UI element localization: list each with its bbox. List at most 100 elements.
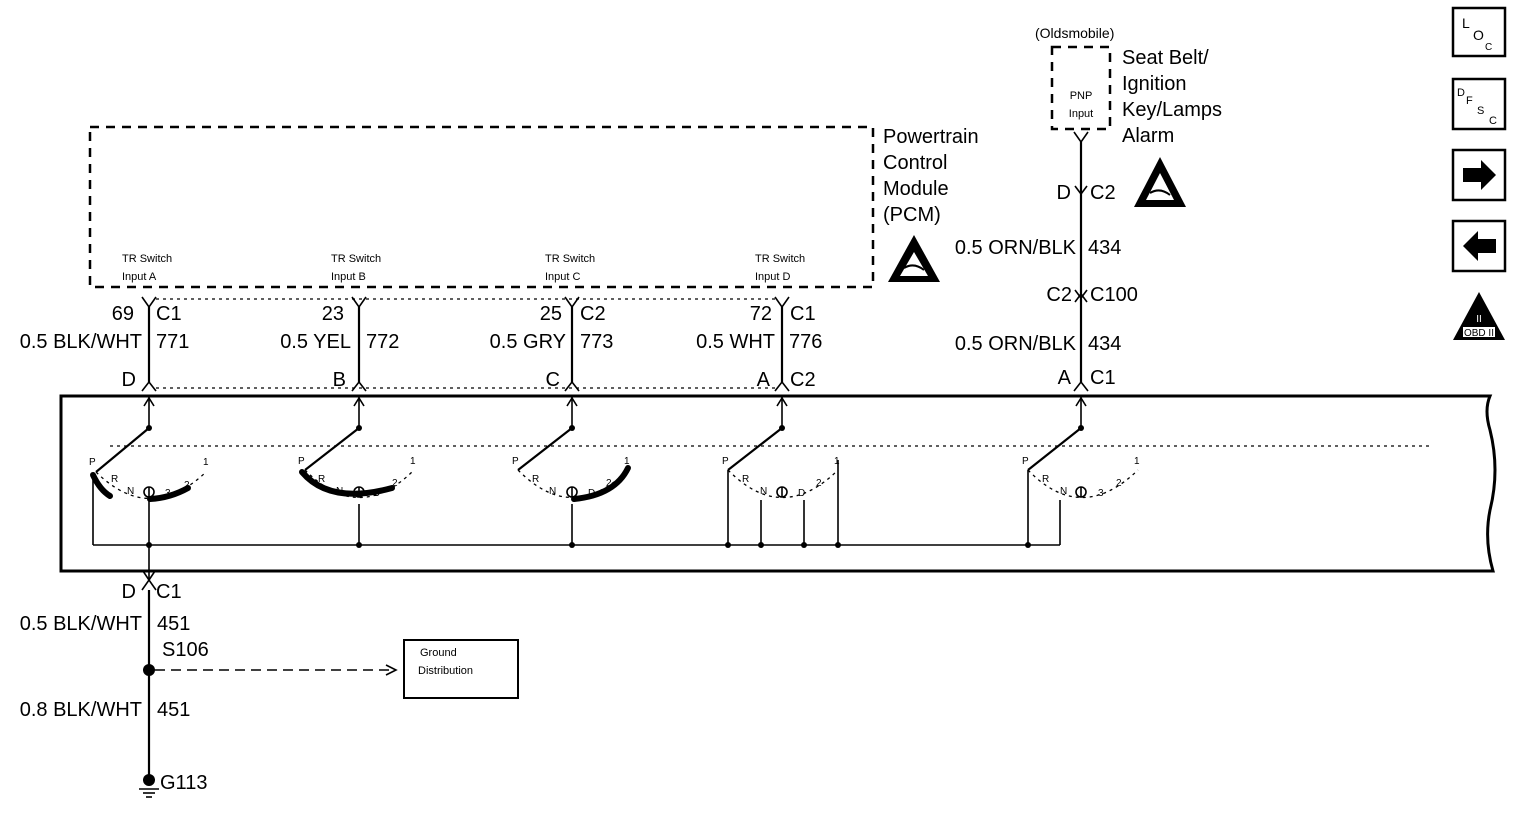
svg-text:D: D <box>373 488 380 499</box>
pcm-input-labels: TR Switch Input A TR Switch Input B TR S… <box>122 253 805 283</box>
svg-text:G113: G113 <box>160 772 207 794</box>
dfsc-button[interactable]: D F S C <box>1451 77 1507 131</box>
svg-text:P: P <box>512 456 519 467</box>
alarm-title: Seat Belt/ Ignition Key/Lamps Alarm <box>1122 47 1222 147</box>
esd-warning-icon <box>888 235 940 282</box>
svg-text:O: O <box>1473 27 1484 43</box>
svg-text:451: 451 <box>157 613 190 635</box>
svg-text:C2: C2 <box>580 303 606 325</box>
svg-text:C: C <box>546 369 560 391</box>
back-button[interactable] <box>1451 219 1507 273</box>
svg-text:1: 1 <box>410 456 416 467</box>
forward-button[interactable] <box>1451 148 1507 202</box>
pcm-wires <box>147 307 784 382</box>
svg-text:771: 771 <box>156 331 189 353</box>
svg-text:3: 3 <box>1098 488 1104 499</box>
svg-text:N: N <box>1060 486 1067 497</box>
svg-text:C2: C2 <box>1090 182 1116 204</box>
svg-text:2: 2 <box>184 480 190 491</box>
left-arrow-icon <box>1463 231 1496 261</box>
svg-text:C: C <box>1485 42 1492 53</box>
alarm-note: (Oldsmobile) <box>1035 25 1114 41</box>
pcm-box <box>88 125 875 289</box>
ground-symbol-icon <box>139 774 159 798</box>
alarm-labels: D C2 0.5 ORN/BLK 434 C2 C100 0.5 ORN/BLK… <box>955 182 1138 389</box>
esd-warning-icon <box>1134 157 1186 207</box>
svg-text:S: S <box>1477 105 1484 117</box>
svg-text:0.5 BLK/WHT: 0.5 BLK/WHT <box>20 331 142 353</box>
svg-text:R: R <box>111 474 118 485</box>
svg-text:D: D <box>1457 87 1465 99</box>
switch-active-segments <box>90 465 631 502</box>
svg-text:776: 776 <box>789 331 822 353</box>
svg-text:A: A <box>757 369 771 391</box>
svg-text:Control: Control <box>883 152 947 174</box>
alarm-box <box>1050 45 1112 131</box>
ground-distribution-box[interactable] <box>403 639 519 699</box>
svg-text:Input: Input <box>1069 108 1093 120</box>
switch-connectors <box>141 380 1089 392</box>
svg-text:N: N <box>127 486 134 497</box>
svg-text:Input A: Input A <box>122 271 157 283</box>
pcm-pin-labels: 69 C1 23 25 C2 72 C1 <box>112 303 816 325</box>
switch-entry-arrows <box>143 396 1087 428</box>
obd-ii-button[interactable]: II OBD II <box>1453 292 1505 340</box>
svg-text:772: 772 <box>366 331 399 353</box>
svg-text:1: 1 <box>624 456 630 467</box>
svg-text:1: 1 <box>834 456 840 467</box>
svg-text:N: N <box>549 486 556 497</box>
loc-button[interactable]: L O C <box>1451 6 1507 58</box>
svg-text:Distribution: Distribution <box>418 665 473 677</box>
svg-text:A: A <box>1058 367 1072 389</box>
svg-text:Module: Module <box>883 178 949 200</box>
svg-text:Ground: Ground <box>420 647 457 659</box>
svg-text:C100: C100 <box>1090 284 1138 306</box>
svg-text:Input C: Input C <box>545 271 581 283</box>
svg-text:Powertrain: Powertrain <box>883 126 979 148</box>
svg-text:D: D <box>122 581 136 603</box>
svg-text:0.8 BLK/WHT: 0.8 BLK/WHT <box>20 699 142 721</box>
svg-text:434: 434 <box>1088 333 1121 355</box>
svg-text:Seat Belt/: Seat Belt/ <box>1122 47 1209 69</box>
switch-wipers <box>95 425 1084 473</box>
svg-text:(PCM): (PCM) <box>883 204 941 226</box>
svg-text:TR Switch: TR Switch <box>331 253 381 265</box>
alarm-connector <box>1073 131 1089 144</box>
svg-text:2: 2 <box>816 478 822 489</box>
svg-text:TR Switch: TR Switch <box>545 253 595 265</box>
svg-text:69: 69 <box>112 303 134 325</box>
svg-text:773: 773 <box>580 331 613 353</box>
svg-text:C: C <box>1489 115 1497 127</box>
svg-text:Ignition: Ignition <box>1122 73 1187 95</box>
svg-text:23: 23 <box>322 303 344 325</box>
right-arrow-icon <box>1463 160 1496 190</box>
svg-text:2: 2 <box>392 478 398 489</box>
svg-text:II: II <box>1476 314 1482 325</box>
svg-text:B: B <box>333 369 346 391</box>
svg-text:1: 1 <box>1134 456 1140 467</box>
svg-text:C1: C1 <box>156 303 182 325</box>
svg-text:C1: C1 <box>1090 367 1116 389</box>
neutral-contacts <box>143 486 1087 498</box>
svg-text:25: 25 <box>540 303 562 325</box>
svg-text:D: D <box>122 369 136 391</box>
svg-text:TR Switch: TR Switch <box>122 253 172 265</box>
svg-text:2: 2 <box>1116 478 1122 489</box>
svg-text:S106: S106 <box>162 639 209 661</box>
pcm-title: Powertrain Control Module (PCM) <box>883 126 979 226</box>
svg-text:3: 3 <box>165 488 171 499</box>
svg-text:R: R <box>1042 474 1049 485</box>
svg-text:C2: C2 <box>1046 284 1072 306</box>
switch-arcs <box>95 469 1139 500</box>
svg-text:TR Switch: TR Switch <box>755 253 805 265</box>
svg-text:PNP: PNP <box>1070 90 1093 102</box>
svg-text:R: R <box>742 474 749 485</box>
svg-text:0.5 GRY: 0.5 GRY <box>490 331 566 353</box>
svg-text:D: D <box>798 488 805 499</box>
splice-dot <box>143 664 155 676</box>
svg-text:Input B: Input B <box>331 271 366 283</box>
svg-text:0.5 YEL: 0.5 YEL <box>280 331 351 353</box>
svg-text:P: P <box>298 456 305 467</box>
svg-text:Input D: Input D <box>755 271 791 283</box>
